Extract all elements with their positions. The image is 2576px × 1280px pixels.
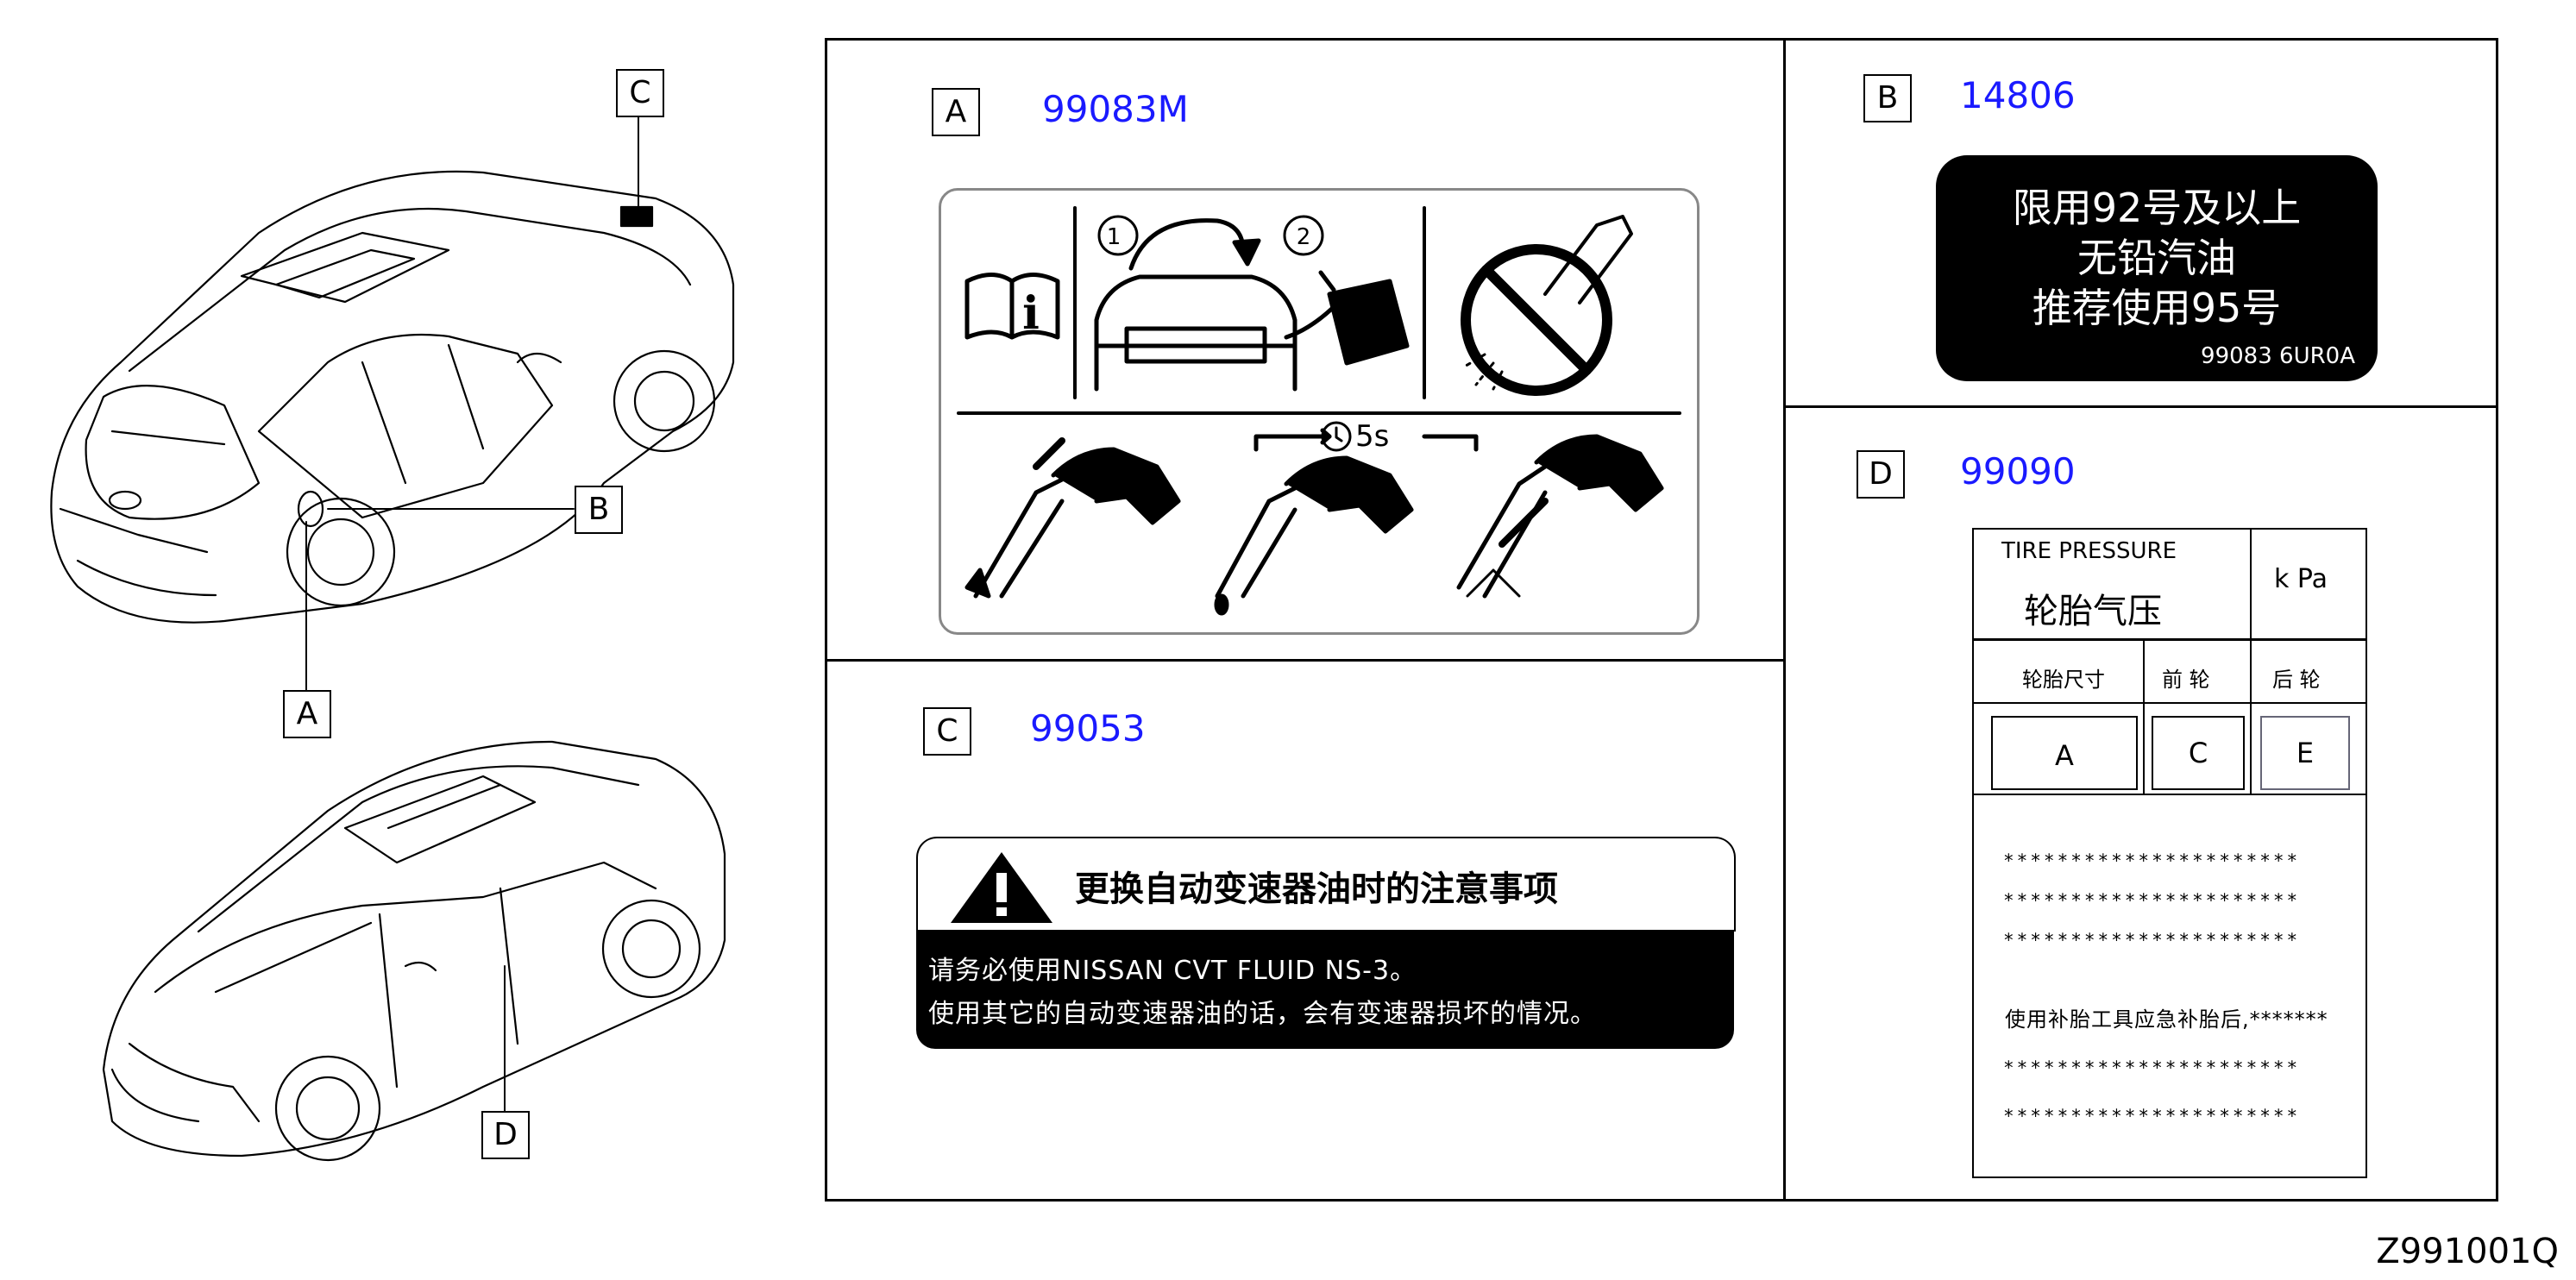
- cvt-fluid-caution-label: 更换自动变速器油时的注意事项 请务必使用NISSAN CVT FLUID NS-…: [916, 837, 1736, 1049]
- callout-c-vehicle: C: [616, 69, 664, 117]
- figure-id: Z991001Q: [2376, 1232, 2559, 1271]
- placeholder-stars-3: **********************: [2003, 930, 2301, 951]
- fuel-label-line-3: 推荐使用95号: [2032, 285, 2282, 331]
- frame-left: [825, 38, 827, 1202]
- front-pressure-value-box: C: [2152, 716, 2245, 790]
- vehicle-drawings: [50, 111, 735, 1162]
- placeholder-stars-2: **********************: [2003, 890, 2301, 911]
- panel-d-letter: D: [1857, 450, 1905, 499]
- fuel-can-icon: [1283, 215, 1410, 366]
- callout-b-vehicle: B: [575, 486, 623, 534]
- tire-pressure-label: TIRE PRESSURE 轮胎气压 k Pa 轮胎尺寸 前 轮 后 轮 A C…: [1972, 528, 2367, 1178]
- panel-b-letter: B: [1863, 74, 1912, 122]
- frame-divider-ac: [825, 659, 1786, 662]
- panel-a-warning-label: i: [939, 188, 1700, 635]
- fuel-label-line-2: 无铅汽油: [2077, 235, 2236, 281]
- rear-pressure-value-box: E: [2260, 716, 2350, 790]
- tire-pressure-title-en: TIRE PRESSURE: [2001, 538, 2177, 564]
- panel-c-letter: C: [923, 707, 971, 756]
- caution-title: 更换自动变速器油时的注意事项: [1075, 869, 1558, 909]
- caution-line-1: 请务必使用NISSAN CVT FLUID NS-3。: [928, 956, 1417, 986]
- timer-icon: [1321, 421, 1352, 452]
- front-view-car: [102, 740, 726, 1162]
- svg-text:i: i: [1022, 287, 1040, 340]
- panel-b-part-number: 14806: [1960, 74, 2076, 116]
- caution-line-2: 使用其它的自动变速器油的话，会有变速器损坏的情况。: [928, 999, 1597, 1029]
- placeholder-stars-1: **********************: [2003, 850, 2301, 871]
- placeholder-stars-4: **********************: [2003, 1057, 2301, 1078]
- frame-divider-vertical: [1783, 38, 1786, 1202]
- panel-d-part-number: 99090: [1960, 450, 2076, 493]
- panel-a-part-number: 99083M: [1042, 88, 1189, 130]
- fuel-instruction-pictogram: i: [957, 206, 1681, 616]
- callout-a-vehicle: A: [283, 690, 331, 738]
- panel-c-part-number: 99053: [1030, 707, 1146, 750]
- panel-a-letter: A: [932, 88, 980, 136]
- column-tire-size: 轮胎尺寸: [2022, 668, 2105, 692]
- tire-size-value-box: A: [1991, 716, 2138, 790]
- frame-top: [825, 38, 2498, 41]
- fuel-label-line-1: 限用92号及以上: [2012, 185, 2302, 231]
- refuel-nozzle-step-2-icon: [1214, 428, 1414, 616]
- step-2-number: 2: [1297, 224, 1311, 250]
- step-1-number: 1: [1107, 224, 1122, 250]
- callout-d-vehicle: D: [481, 1111, 530, 1159]
- fuel-grade-label: 限用92号及以上 无铅汽油 推荐使用95号 99083 6UR0A: [1936, 155, 2378, 381]
- owner-manual-icon: i: [964, 273, 1060, 340]
- placeholder-stars-5: **********************: [2003, 1106, 2301, 1126]
- no-spray-prohibition-icon: [1461, 215, 1633, 396]
- frame-right: [2496, 38, 2498, 1202]
- caution-triangle-icon: [951, 852, 1052, 923]
- refuel-nozzle-step-1-icon: [964, 437, 1181, 599]
- column-front-wheel: 前 轮: [2162, 668, 2210, 692]
- rear-view-car: [50, 170, 735, 624]
- tire-pressure-title-cn: 轮胎气压: [2024, 592, 2162, 631]
- refuel-nozzle-step-3-icon: [1422, 434, 1664, 599]
- pressure-unit: k Pa: [2274, 564, 2328, 594]
- open-hood-car-icon: [1094, 215, 1341, 392]
- fuel-label-code: 99083 6UR0A: [2201, 343, 2355, 369]
- column-rear-wheel: 后 轮: [2272, 668, 2321, 692]
- frame-bottom: [825, 1199, 2498, 1202]
- timer-seconds-label: 5s: [1355, 419, 1389, 454]
- emergency-repair-note: 使用补胎工具应急补胎后,*******: [2005, 1007, 2328, 1032]
- frame-divider-bd: [1783, 405, 2498, 408]
